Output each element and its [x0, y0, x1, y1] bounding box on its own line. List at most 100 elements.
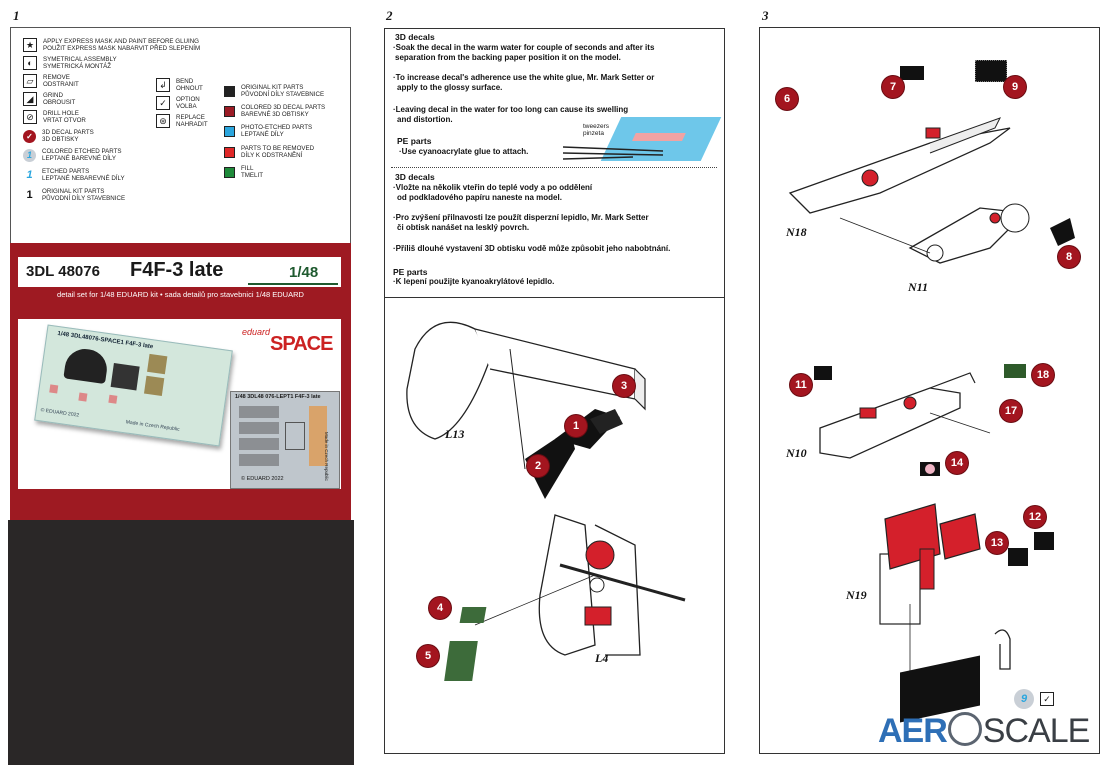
decal-dot-1 — [49, 384, 59, 394]
product-photo: eduard SPACE 1/48 3DL48076-SPACE1 F4F-3 … — [18, 319, 341, 489]
callout-17: 17 — [1000, 400, 1022, 422]
decal-part-18 — [1004, 364, 1026, 378]
product-subtitle: detail set for 1/48 EDUARD kit • sada de… — [57, 290, 304, 299]
brand-big: SPACE — [270, 333, 333, 355]
remove-icon: ▱ — [23, 74, 37, 88]
label-n10: N10 — [786, 446, 807, 460]
etched-part-ref-9: 9 — [1014, 689, 1034, 709]
step2-assembly-l13 — [406, 321, 646, 499]
brand-small: eduard — [242, 327, 271, 337]
instructions-cz-line-5: ·Příliš dlouhé vystavení 3D obtisku vodě… — [393, 244, 671, 253]
decal-part-14 — [920, 462, 940, 476]
star-mask-icon: ★ — [23, 38, 37, 52]
decal-part-7 — [900, 66, 924, 80]
color-swatch-red — [224, 146, 235, 158]
instructions-pe-line: ·Use cyanoacrylate glue to attach. — [399, 147, 529, 156]
page-number-3: 3 — [762, 8, 769, 23]
callout-14: 14 — [946, 452, 968, 474]
decal-sheet-1: 1/48 3DL48076-SPACE1 F4F-3 late © EDUARD… — [34, 324, 233, 447]
instructions-en-line-3: ·To increase decal's adherence use the w… — [393, 73, 655, 82]
instructions-title-cz: 3D decals — [395, 172, 435, 182]
label-l4: L4 — [595, 651, 609, 665]
instructions-box: 3D decals ·Soak the decal in the warm wa… — [385, 29, 724, 298]
pe-fret: 1/48 3DL48 076-LEPT1 F4F-3 late © EDUARD… — [230, 391, 340, 489]
color-swatch-dark-red — [224, 105, 235, 117]
product-name: F4F-3 late — [130, 259, 224, 281]
label-n19: N19 — [846, 588, 867, 602]
panel-3: 6 7 9 8 N18 N11 11 18 17 N10 14 12 13 N1… — [759, 27, 1100, 754]
kit-parts-icon: 1 — [26, 189, 33, 201]
pe-part-2 — [239, 422, 279, 434]
watermark-o-icon — [947, 712, 982, 746]
label-n18: N18 — [786, 225, 807, 239]
step3-assembly-n18 — [788, 117, 1075, 264]
label-l13: L13 — [445, 427, 465, 441]
callout-11: 11 — [790, 374, 812, 396]
decal-3d-icon: ✓ — [23, 129, 36, 143]
option-icon: ✓ — [156, 96, 170, 110]
color-swatch-black — [224, 85, 235, 97]
product-scale: 1/48 — [289, 264, 319, 281]
instructions-cz-line-4: či obtisk nanášet na lesklý povrch. — [397, 223, 530, 232]
decal-dot-2 — [78, 392, 88, 402]
watermark-aer: AER — [878, 712, 948, 750]
callout-18: 18 — [1032, 364, 1054, 386]
instructions-en-line-6: and distortion. — [397, 115, 453, 124]
callout-2: 2 — [527, 455, 549, 477]
scale-underline — [248, 283, 338, 285]
callout-6: 6 — [776, 88, 798, 110]
color-swatch-green — [224, 166, 235, 178]
decal-panel-4 — [143, 375, 165, 397]
decal-sheet-1-made: Made in Czech Republic — [125, 419, 180, 433]
decal-sheet-1-copyright: © EDUARD 2022 — [40, 407, 80, 419]
decal-sheet-1-label: 1/48 3DL48076-SPACE1 F4F-3 late — [57, 330, 154, 351]
callout-3: 3 — [613, 375, 635, 397]
step3-assembly-n19 — [879, 503, 1011, 694]
decal-panel-3 — [147, 353, 168, 375]
color-swatch-blue — [224, 125, 235, 137]
decal-part-9 — [975, 60, 1007, 82]
decal-dot-3 — [108, 394, 118, 404]
decal-part-14-dot — [925, 464, 935, 474]
pe-fret-label: 1/48 3DL48 076-LEPT1 F4F-3 late — [235, 394, 321, 400]
tweezers-label: tweezers pinzeta — [583, 123, 610, 137]
instructions-cz-pe-title: PE parts — [393, 267, 428, 277]
product-banner: 3DL 48076 F4F-3 late 1/48 detail set for… — [10, 243, 351, 524]
decal-part-12b — [1034, 532, 1054, 550]
callout-9: 9 — [1004, 76, 1026, 98]
instructions-en-line-5: ·Leaving decal in the water for too long… — [393, 105, 629, 114]
legend-row-mask: ★ APPLY EXPRESS MASK AND PAINT BEFORE GL… — [23, 38, 200, 52]
decal-panel-2 — [110, 363, 140, 391]
instructions-cz-line-3: ·Pro zvýšení přilnavosti lze použít disp… — [393, 213, 649, 222]
etched-icon: 1 — [26, 169, 33, 181]
callout-12: 12 — [1024, 506, 1046, 528]
decal-panel-1 — [63, 346, 110, 385]
instructions-cz-line-2: od podkladového papíru naneste na model. — [397, 193, 562, 202]
colored-etched-icon: 1 — [23, 148, 36, 162]
bend-icon: ↲ — [156, 78, 170, 92]
panel-2: 3D decals ·Soak the decal in the warm wa… — [384, 28, 725, 754]
label-n11: N11 — [908, 280, 929, 294]
step3-assembly-n10 — [819, 372, 991, 459]
grind-icon: ◢ — [23, 92, 37, 106]
callout-8: 8 — [1058, 246, 1080, 268]
option-check-icon: ✓ — [1040, 692, 1054, 706]
product-code: 3DL 48076 — [26, 263, 100, 280]
instructions-en-line-2: separation from the backing paper positi… — [395, 53, 621, 62]
page-number-2: 2 — [386, 8, 393, 23]
pe-fret-made: Made in Czech Republic — [324, 432, 329, 481]
dark-cover-block — [8, 520, 354, 765]
